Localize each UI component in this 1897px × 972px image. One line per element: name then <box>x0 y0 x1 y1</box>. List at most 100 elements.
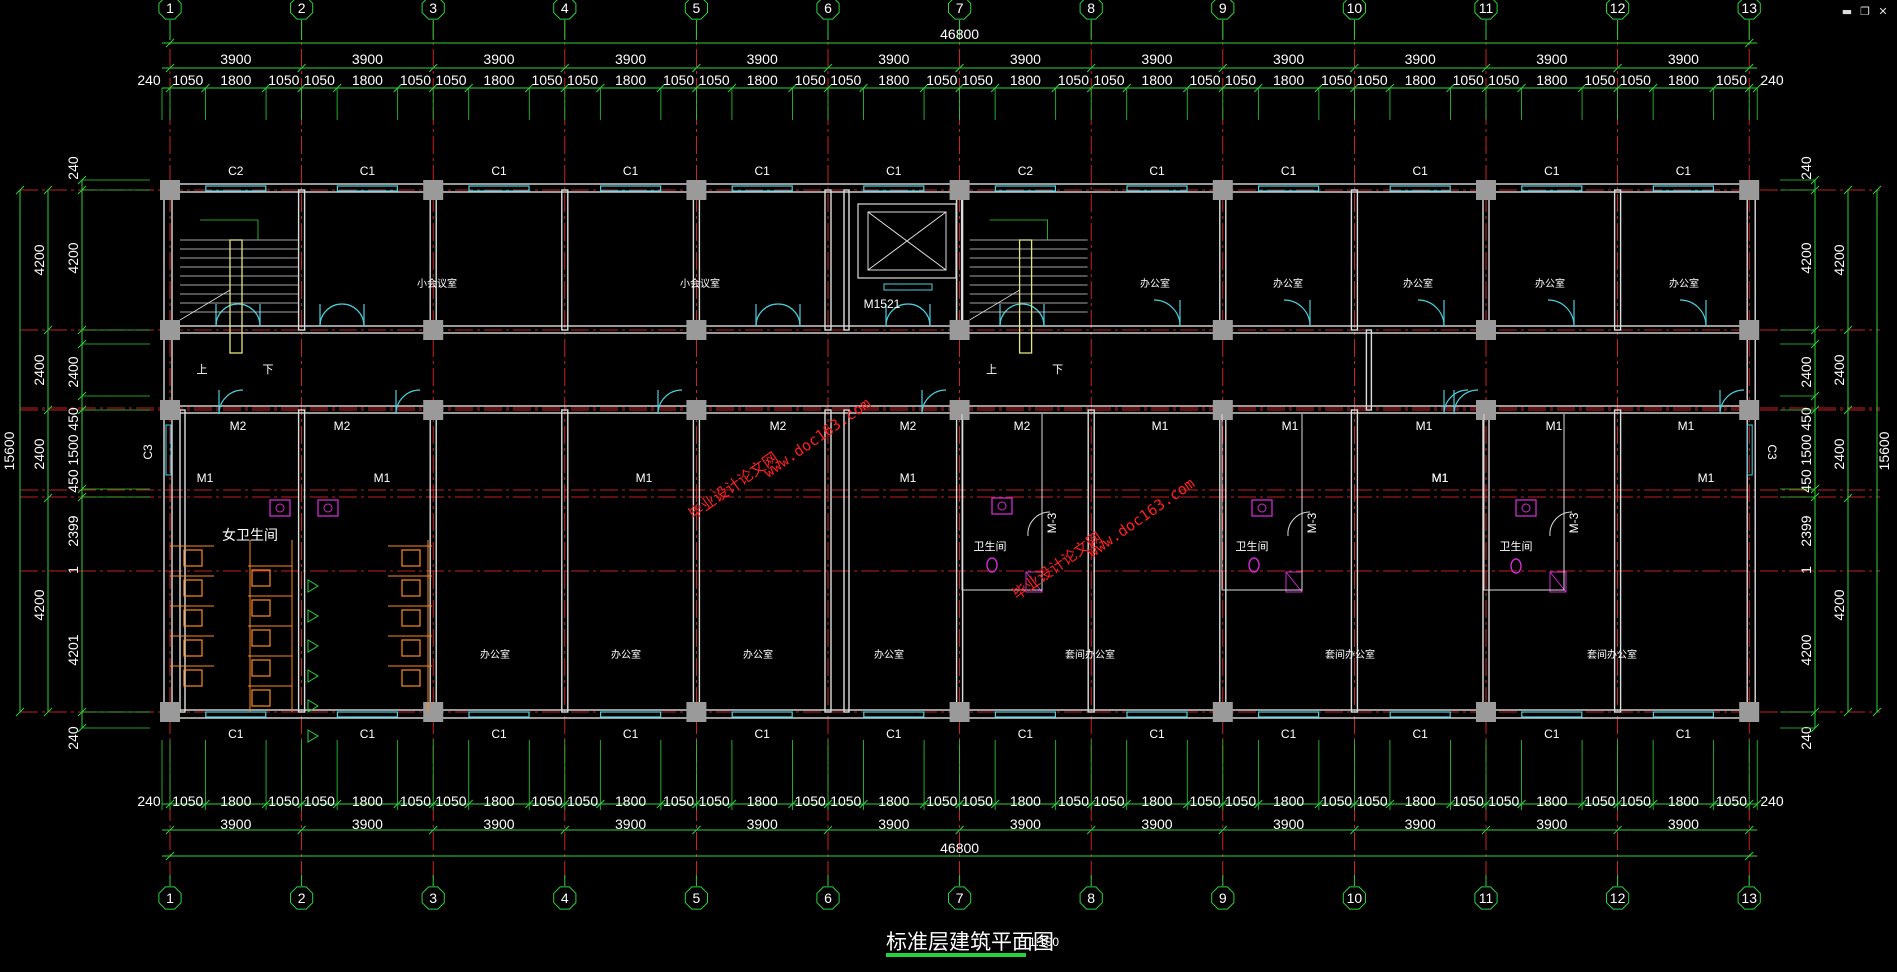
wall <box>561 409 569 713</box>
axis-label: 11 <box>1479 0 1494 16</box>
door-swing <box>999 303 1023 327</box>
dim-fine-left: 450 <box>65 407 81 431</box>
room-label-bottom: 套间办公室 <box>1587 648 1637 661</box>
axis-label: 13 <box>1741 890 1757 906</box>
column <box>686 400 707 420</box>
dim-tick <box>823 825 833 835</box>
dim-tick <box>1613 63 1622 73</box>
window-tag-bottom: C1 <box>1149 727 1165 741</box>
column <box>1212 320 1233 340</box>
axis-bubble: 13 <box>1737 886 1761 910</box>
dim-fine-bottom: 1800 <box>1536 793 1567 809</box>
stair-up-label: 上 <box>986 363 997 376</box>
dim-fine-bottom: 1050 <box>304 793 335 809</box>
urinal <box>307 669 319 683</box>
axis-label: 6 <box>824 0 832 16</box>
toilet-fixture <box>251 689 271 707</box>
dim-fine-bottom: 1800 <box>747 793 778 809</box>
axis-bubble-outline <box>684 0 708 20</box>
column <box>1739 320 1760 340</box>
door-tag-elevator: M1521 <box>864 297 901 311</box>
toilet-enclosure <box>961 414 1043 591</box>
window-tag-top: C1 <box>360 164 376 178</box>
window-opening-side <box>1746 424 1753 476</box>
dim-tick <box>1481 63 1491 73</box>
dim-fine-bottom: 1050 <box>962 793 993 809</box>
column <box>423 400 444 420</box>
toilet-enclosure <box>1221 414 1303 591</box>
dim-total-bottom: 46800 <box>940 840 979 856</box>
window-tag-bottom: C1 <box>1018 727 1034 741</box>
wash-basin <box>1251 499 1273 517</box>
toilet-bowl <box>1248 557 1260 573</box>
window-tag-bottom: C1 <box>1281 727 1297 741</box>
dim-bay-bottom: 3900 <box>1536 816 1567 832</box>
dim-tick <box>43 493 53 503</box>
column <box>160 400 180 420</box>
dim-bay-top: 3900 <box>483 51 514 67</box>
stair-break <box>969 289 1020 321</box>
axis-bubble: 11 <box>1474 886 1498 910</box>
floor-drain <box>1549 571 1567 593</box>
room-label-top: 小会议室 <box>417 277 457 290</box>
dim-fine-top: 1050 <box>830 72 861 88</box>
elevator-cross <box>867 211 947 271</box>
dim-tick <box>43 405 53 415</box>
dim-tick <box>165 63 175 73</box>
window-opening <box>599 185 662 192</box>
toilet-fixture <box>183 549 203 567</box>
room-label-women-toilet: 女卫生间 <box>222 527 278 544</box>
dim-tick <box>428 63 438 73</box>
wall <box>824 409 832 713</box>
axis-label: 12 <box>1610 890 1626 906</box>
window-opening <box>1521 711 1583 718</box>
axis-label: 3 <box>429 890 437 906</box>
restore-icon[interactable]: ❐ <box>1860 5 1870 18</box>
window-opening <box>1521 185 1583 192</box>
dim-fine-bottom: 1050 <box>435 793 466 809</box>
stair-down-label: 下 <box>263 364 274 376</box>
elevator-door <box>883 283 933 291</box>
window-opening <box>1389 711 1451 718</box>
window-tag-bottom: C1 <box>491 727 507 741</box>
window-opening <box>336 711 398 718</box>
dim-fine-bottom: 1800 <box>220 793 251 809</box>
window-tag-bottom: C1 <box>1413 727 1429 741</box>
axis-bubble: 3 <box>421 886 445 910</box>
minimize-icon[interactable]: ▬ <box>1841 5 1853 18</box>
door-tag: M1 <box>1698 471 1715 485</box>
wash-basin-bowl <box>323 503 333 513</box>
column <box>686 702 707 722</box>
dim-fine-bottom: 1050 <box>1189 793 1220 809</box>
close-icon[interactable]: ✕ <box>1878 5 1888 18</box>
stair-up-label: 上 <box>197 363 208 376</box>
dim-bay-bottom: 3900 <box>878 816 909 832</box>
axis-label: 9 <box>1219 890 1227 906</box>
room-label-toilet: 卫生间 <box>974 539 1007 553</box>
axis-label: 11 <box>1479 890 1494 906</box>
window-opening <box>1652 711 1715 718</box>
dim-fine-bottom: 1050 <box>926 793 957 809</box>
dim-bay-bottom: 3900 <box>1405 816 1436 832</box>
dim-tick <box>43 185 53 195</box>
door-tag-toilet: M-3 <box>1045 512 1059 533</box>
dim-tick <box>1744 825 1754 835</box>
column <box>1739 702 1760 722</box>
column <box>160 320 180 340</box>
dim-bay-top: 3900 <box>1405 51 1436 67</box>
dim-fine-left: 240 <box>65 726 81 750</box>
door-tag: M1 <box>1152 419 1169 433</box>
door-tag: M1 <box>900 471 917 485</box>
dim-tick <box>1218 825 1228 835</box>
dim-fine-right: 450 <box>1798 407 1814 431</box>
stair-break <box>179 289 231 321</box>
axis-bubble: 4 <box>553 886 577 910</box>
column <box>686 180 707 200</box>
urinal <box>307 639 319 653</box>
window-tag-side-left: C3 <box>141 444 155 460</box>
door-swing <box>777 303 801 327</box>
room-label-top: 办公室 <box>1403 277 1433 290</box>
dim-fine-top: 240 <box>137 72 161 88</box>
